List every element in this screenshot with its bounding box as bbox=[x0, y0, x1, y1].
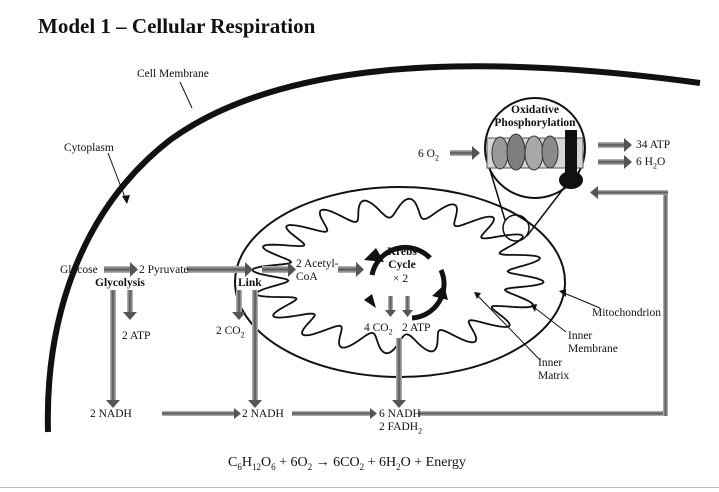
page-bottom-rule bbox=[0, 487, 719, 488]
zoom-source-circle bbox=[502, 214, 530, 242]
oxidative-phosphorylation-label: Oxidative Phosphorylation bbox=[494, 104, 576, 129]
cell-membrane-pointer bbox=[179, 81, 193, 109]
link-label: Link bbox=[238, 277, 262, 289]
pyruvate-to-link-arrow bbox=[187, 266, 245, 273]
inner-membrane-label: Inner Membrane bbox=[568, 330, 618, 355]
zoom-line-left bbox=[489, 169, 506, 221]
krebs-cycle-arrow-right bbox=[411, 268, 447, 321]
link-nadh-arrow bbox=[252, 290, 258, 400]
krebs-atp-label: 2 ATP bbox=[402, 322, 431, 334]
o2-in-arrow bbox=[450, 150, 472, 156]
atp-synthase-stalk bbox=[565, 130, 577, 174]
mitochondrion-label: Mitochondrion bbox=[592, 307, 661, 319]
nadh-collector-line-2 bbox=[292, 411, 370, 416]
glycolysis-label: Glycolysis bbox=[95, 277, 145, 289]
krebs-nadh-label: 6 NADH bbox=[379, 408, 421, 420]
nadh-collector-line-1 bbox=[162, 411, 234, 416]
krebs-co2-label: 4 CO2 bbox=[364, 322, 393, 337]
acetyl-to-krebs-arrow bbox=[338, 266, 356, 273]
atp-synthase-head bbox=[559, 171, 583, 189]
inner-membrane-pointer bbox=[534, 307, 567, 333]
link-co2-arrow bbox=[236, 290, 242, 312]
krebs-nadh-arrow bbox=[396, 338, 402, 400]
mitochondrion-pointer bbox=[563, 292, 601, 309]
page-title: Model 1 – Cellular Respiration bbox=[38, 14, 316, 38]
atp-output-label: 34 ATP bbox=[636, 139, 671, 151]
glycolysis-nadh-label: 2 NADH bbox=[90, 408, 132, 420]
krebs-cycle-arrowhead-top bbox=[364, 248, 384, 262]
nadh-return-line-vertical bbox=[663, 190, 668, 416]
nadh-return-line-top bbox=[598, 190, 668, 195]
krebs-cycle-arrow-top bbox=[369, 244, 432, 276]
link-co2-label: 2 CO2 bbox=[216, 325, 245, 340]
h2o-out-arrow bbox=[598, 159, 624, 165]
krebs-cycle-arrowhead-left bbox=[364, 294, 376, 308]
glycolysis-nadh-arrow bbox=[110, 290, 116, 400]
pyruvate-label: 2 Pyruvate bbox=[139, 264, 189, 276]
cell-membrane-label: Cell Membrane bbox=[137, 68, 209, 80]
link-to-acetyl-arrow bbox=[262, 266, 288, 273]
nadh-return-line-bottom bbox=[418, 411, 668, 416]
glycolysis-atp-arrow bbox=[127, 290, 133, 312]
zoom-line-right bbox=[526, 179, 571, 237]
krebs-cycle-label: Krebs Cycle bbox=[387, 246, 417, 271]
glucose-to-pyruvate-arrow bbox=[104, 266, 130, 273]
inner-matrix-pointer bbox=[477, 295, 541, 361]
h2o-output-label: 6 H2O bbox=[636, 156, 666, 171]
acetyl-coa-label: 2 Acetyl- CoA bbox=[296, 258, 339, 283]
membrane-proteins bbox=[491, 133, 559, 171]
inner-matrix-label: Inner Matrix bbox=[538, 357, 570, 382]
krebs-cycle-arrowhead-right bbox=[432, 285, 448, 300]
krebs-atp-arrow bbox=[405, 296, 410, 310]
o2-label: 6 O2 bbox=[418, 148, 439, 163]
cytoplasm-label: Cytoplasm bbox=[64, 142, 114, 154]
atp-out-arrow bbox=[598, 142, 624, 148]
glucose-label: Glucose bbox=[60, 264, 98, 276]
glycolysis-atp-label: 2 ATP bbox=[122, 330, 151, 342]
cell-membrane bbox=[44, 63, 701, 433]
mitochondrion-inner-membrane bbox=[251, 197, 545, 355]
fadh2-label: 2 FADH2 bbox=[379, 421, 423, 436]
krebs-co2-arrow bbox=[388, 296, 393, 310]
krebs-times-label: × 2 bbox=[393, 273, 409, 285]
respiration-equation: C6H12O6 + 6O2 → 6CO2 + 6H2O + Energy bbox=[228, 455, 466, 472]
cytoplasm-pointer bbox=[107, 152, 127, 201]
link-nadh-label: 2 NADH bbox=[242, 408, 284, 420]
